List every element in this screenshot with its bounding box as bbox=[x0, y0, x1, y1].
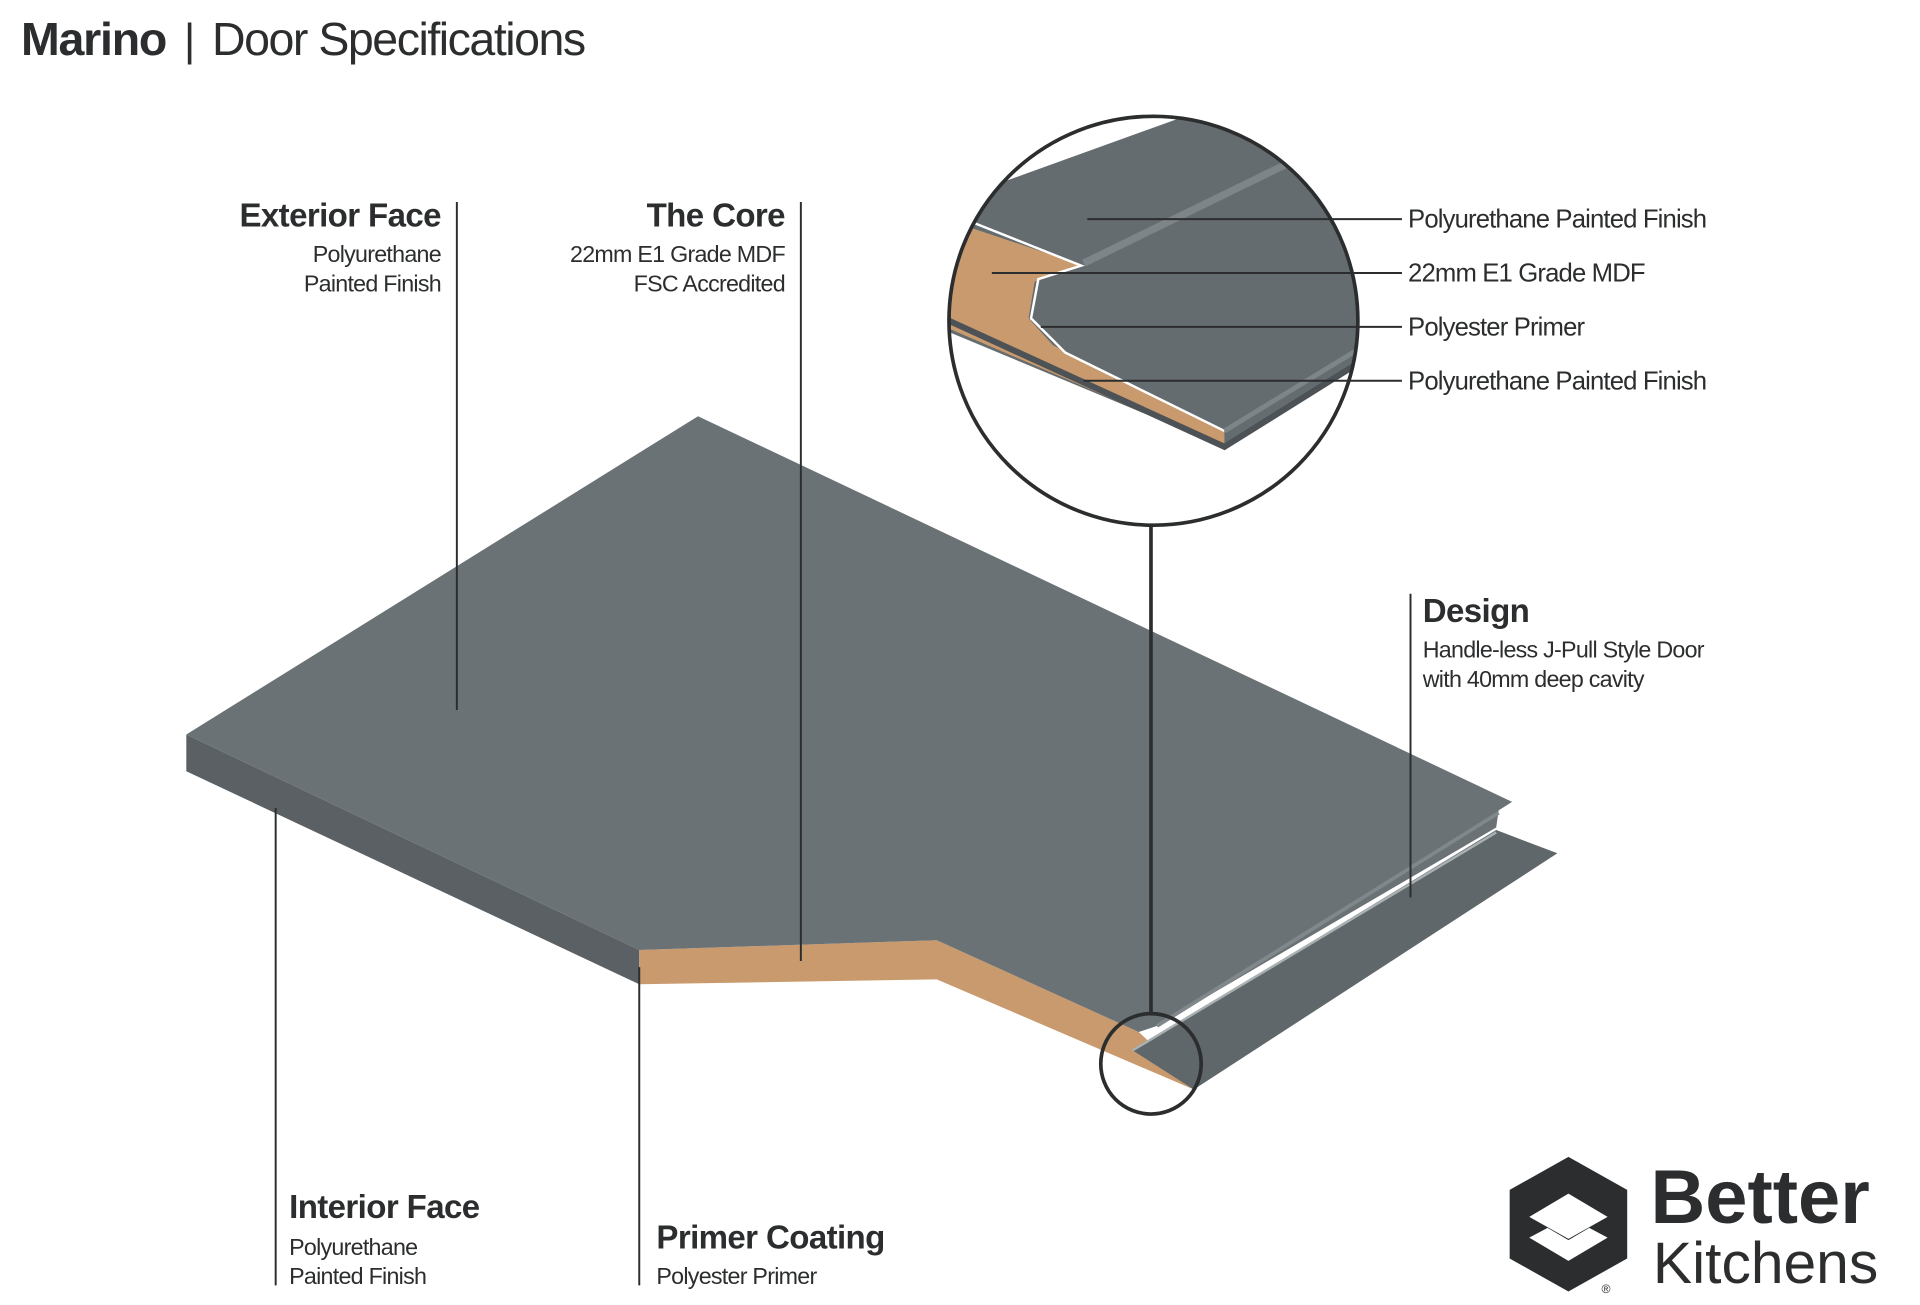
logo-line2: Kitchens bbox=[1653, 1231, 1878, 1296]
mdf-core-cut bbox=[639, 940, 1194, 1090]
logo-line1: Better bbox=[1650, 1155, 1869, 1240]
primer-title: Primer Coating bbox=[656, 1220, 884, 1257]
primer-line1: Polyester Primer bbox=[656, 1263, 817, 1289]
core-title: The Core bbox=[647, 197, 786, 234]
detail-source-circle bbox=[1098, 1011, 1204, 1116]
logo-registered-mark: ® bbox=[1601, 1282, 1610, 1296]
detail-magnifier-circle bbox=[947, 114, 1360, 528]
design-line2: with 40mm deep cavity bbox=[1422, 666, 1645, 692]
callout-topcoat: Polyurethane Painted Finish bbox=[1408, 206, 1706, 234]
door-top-face bbox=[186, 416, 1513, 1033]
detail-cross-section bbox=[948, 116, 1358, 451]
design-line1: Handle-less J-Pull Style Door bbox=[1423, 636, 1705, 662]
page-title: Door Specifications bbox=[212, 13, 585, 65]
design-title: Design bbox=[1423, 593, 1530, 630]
core-line2: FSC Accredited bbox=[634, 270, 785, 296]
better-kitchens-logo: ® Better Kitchens bbox=[1509, 1155, 1878, 1296]
callout-bottomcoat: Polyurethane Painted Finish bbox=[1408, 367, 1706, 395]
title-separator: | bbox=[184, 16, 195, 65]
interior-line1: Polyurethane bbox=[289, 1234, 417, 1260]
interior-line2: Painted Finish bbox=[289, 1263, 426, 1289]
callout-primer: Polyester Primer bbox=[1408, 313, 1585, 341]
j-pull-lower-plate bbox=[1132, 830, 1558, 1090]
brand-title: Marino bbox=[21, 13, 166, 65]
door-side-edge bbox=[186, 734, 640, 985]
exterior-title: Exterior Face bbox=[239, 197, 441, 234]
core-line1: 22mm E1 Grade MDF bbox=[570, 241, 785, 267]
door-illustration bbox=[186, 416, 1558, 1090]
callout-mdf: 22mm E1 Grade MDF bbox=[1408, 260, 1645, 288]
exterior-line1: Polyurethane bbox=[313, 241, 441, 267]
interior-title: Interior Face bbox=[289, 1189, 480, 1226]
exterior-line2: Painted Finish bbox=[304, 270, 441, 296]
